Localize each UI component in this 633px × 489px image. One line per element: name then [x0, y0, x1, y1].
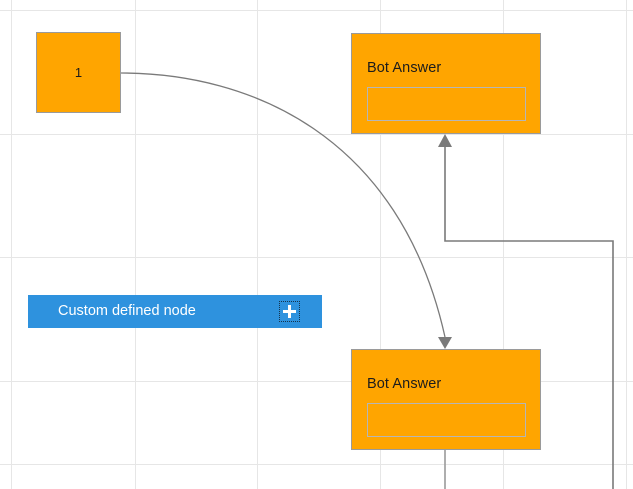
custom-defined-node-bar[interactable]: Custom defined node	[28, 295, 322, 328]
edge-curve-path[interactable]	[120, 72, 446, 338]
plus-icon[interactable]	[279, 301, 300, 322]
custom-defined-node-label: Custom defined node	[58, 303, 196, 319]
bot-answer-bottom-slot[interactable]	[367, 403, 526, 437]
node-1-label: 1	[74, 65, 83, 80]
bot-answer-top-slot[interactable]	[367, 87, 526, 121]
plus-icon-vertical-bar	[288, 305, 291, 318]
edge-curve[interactable]	[120, 72, 452, 349]
edge-orthogonal[interactable]	[438, 134, 614, 489]
bot-answer-bottom-title: Bot Answer	[367, 376, 442, 392]
node-1[interactable]: 1	[36, 32, 121, 113]
arrowhead-up-icon	[438, 134, 452, 147]
bot-answer-node-top[interactable]: Bot Answer	[351, 33, 541, 134]
edge-orthogonal-path[interactable]	[444, 147, 614, 489]
arrowhead-down-icon	[438, 337, 452, 349]
bot-answer-top-title: Bot Answer	[367, 60, 442, 76]
bot-answer-node-bottom[interactable]: Bot Answer	[351, 349, 541, 450]
